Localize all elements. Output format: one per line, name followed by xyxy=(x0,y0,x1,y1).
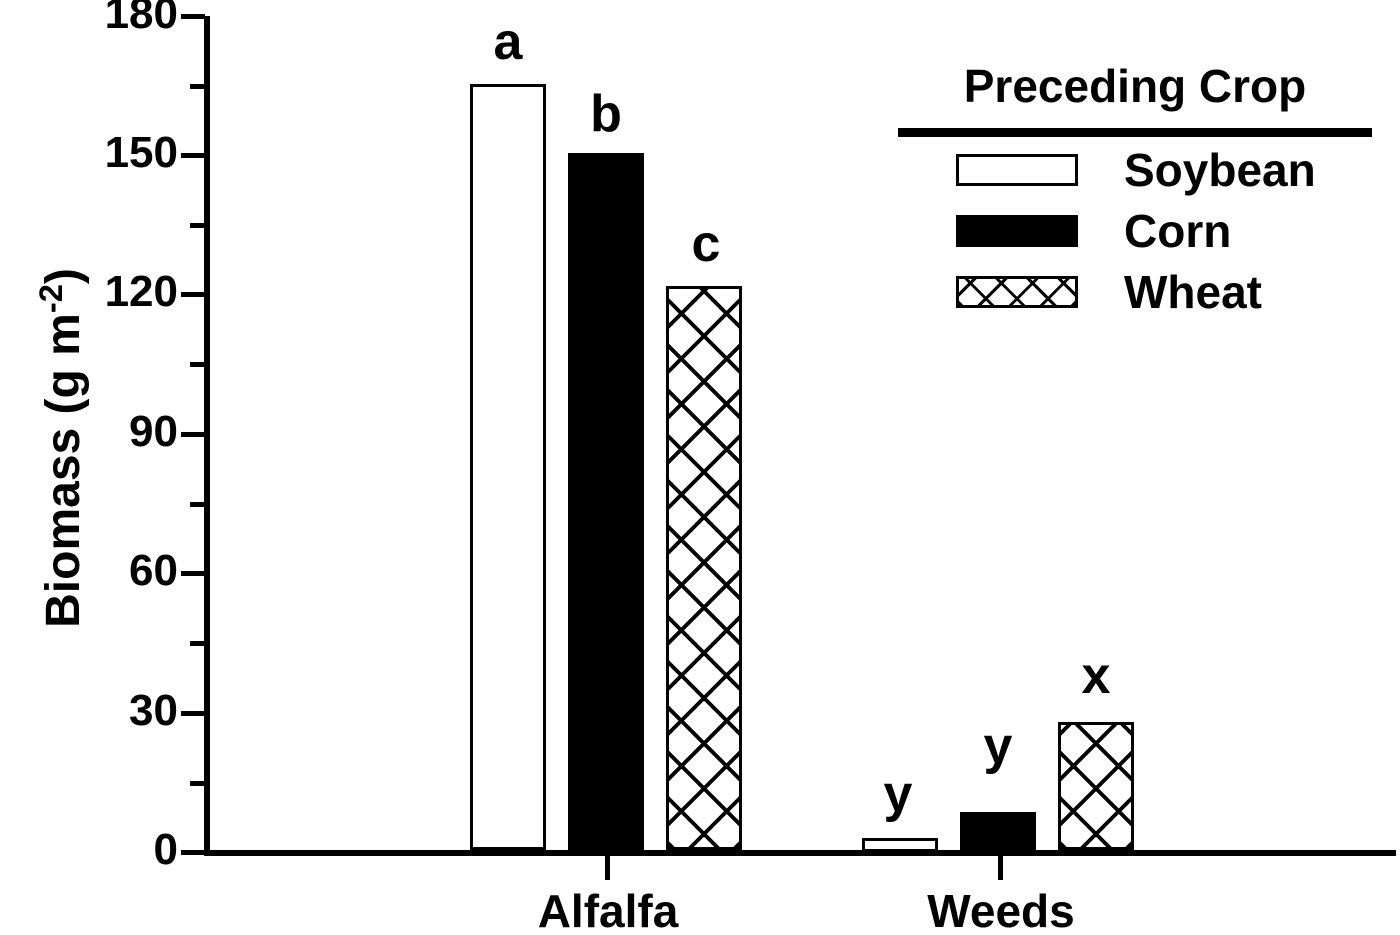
y-tick-label-30: 30 xyxy=(129,686,178,735)
y-axis-title-close: ) xyxy=(37,268,90,285)
y-tick-label-60: 60 xyxy=(129,546,178,595)
legend-title: Preceding Crop xyxy=(963,60,1307,112)
legend-item-corn[interactable]: Corn xyxy=(898,202,1372,259)
y-axis-title-base: Biomass (g m xyxy=(37,313,90,628)
y-tick-minor-135 xyxy=(190,223,205,228)
y-tick-minor-45 xyxy=(190,641,205,646)
legend-item-wheat[interactable]: Wheat xyxy=(898,263,1372,320)
y-axis-title: Biomass (g m-2) xyxy=(32,28,90,868)
y-tick-minor-75 xyxy=(190,502,205,507)
bar-annotation-weeds-wheat: x xyxy=(1081,647,1111,705)
y-tick-120 xyxy=(181,292,205,297)
x-axis-label-weeds: Weeds xyxy=(927,885,1075,935)
x-tick-alfalfa xyxy=(605,856,610,880)
y-tick-minor-165 xyxy=(190,84,205,89)
y-tick-label-180: 180 xyxy=(104,0,178,38)
bar-alfalfa-soybean[interactable] xyxy=(470,84,546,850)
legend-label-corn: Corn xyxy=(1124,204,1232,257)
y-tick-30 xyxy=(181,711,205,716)
bar-annotation-weeds-corn: y xyxy=(983,717,1013,775)
bar-annotation-alfalfa-corn: b xyxy=(590,85,622,143)
x-axis-line xyxy=(204,850,1396,856)
bar-weeds-soybean[interactable] xyxy=(862,838,938,852)
y-tick-label-120: 120 xyxy=(104,267,178,316)
legend-item-soybean[interactable]: Soybean xyxy=(898,141,1372,198)
legend-label-wheat: Wheat xyxy=(1124,265,1262,318)
legend-swatch-soybean-icon xyxy=(956,153,1078,186)
x-tick-weeds xyxy=(998,856,1003,880)
y-tick-150 xyxy=(181,153,205,158)
y-axis-title-exponent: -2 xyxy=(32,284,69,314)
legend-divider xyxy=(898,128,1372,138)
y-tick-minor-15 xyxy=(190,781,205,786)
bar-annotation-weeds-soybean: y xyxy=(883,765,913,823)
legend-label-soybean: Soybean xyxy=(1124,143,1316,196)
bar-alfalfa-corn[interactable] xyxy=(568,153,644,850)
y-tick-label-90: 90 xyxy=(129,407,178,456)
legend-swatch-corn-icon xyxy=(956,214,1078,247)
y-tick-90 xyxy=(181,432,205,437)
x-axis-label-alfalfa: Alfalfa xyxy=(537,885,679,935)
y-tick-0 xyxy=(181,850,205,855)
bar-weeds-wheat[interactable] xyxy=(1058,722,1134,850)
y-tick-60 xyxy=(181,571,205,576)
y-tick-180 xyxy=(181,14,205,19)
y-tick-minor-105 xyxy=(190,362,205,367)
bar-weeds-corn[interactable] xyxy=(960,812,1036,852)
y-axis-line xyxy=(204,16,210,856)
bar-alfalfa-wheat[interactable] xyxy=(666,286,742,850)
bar-annotation-alfalfa-wheat: c xyxy=(691,215,721,273)
legend-swatch-wheat-icon xyxy=(956,275,1078,308)
y-tick-label-0: 0 xyxy=(153,825,178,874)
legend: Preceding Crop Soybean Corn Wheat xyxy=(898,62,1372,320)
bar-annotation-alfalfa-soybean: a xyxy=(493,13,523,71)
y-tick-label-150: 150 xyxy=(104,128,178,177)
